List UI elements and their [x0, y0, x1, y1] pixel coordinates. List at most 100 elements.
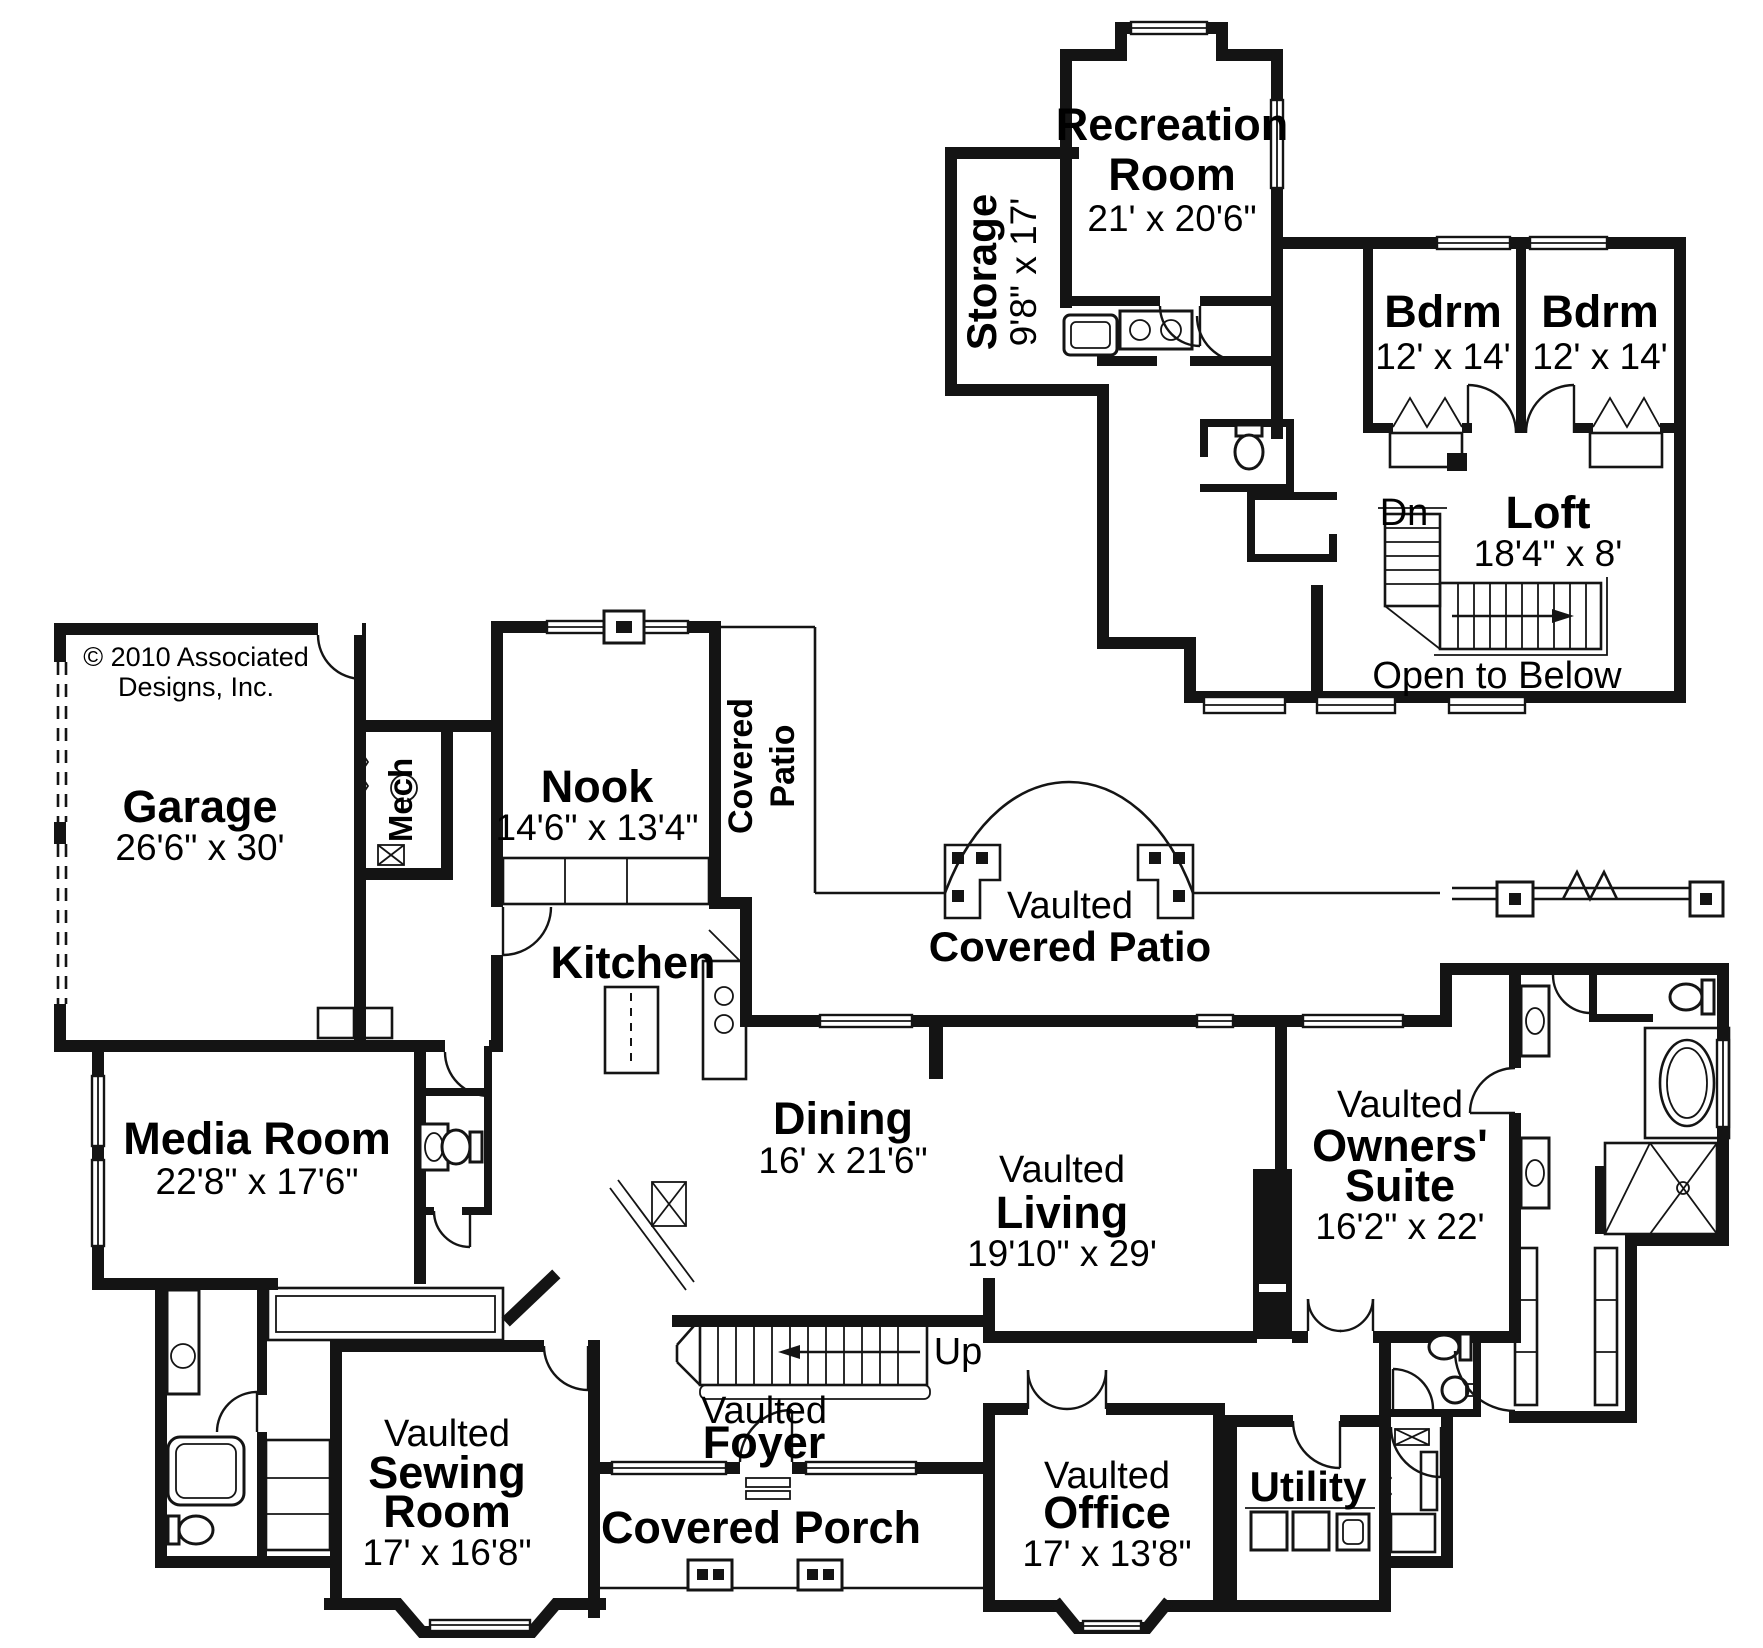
- copyright-line-2: Designs, Inc.: [118, 672, 274, 702]
- bdrm1-dims: 12' x 14': [1375, 336, 1511, 377]
- toilet: [1427, 1333, 1461, 1361]
- recreation-room-label-2: Room: [1108, 149, 1236, 200]
- sewing-dims: 17' x 16'8": [362, 1532, 531, 1573]
- patio-post: [943, 843, 1002, 920]
- porch-label: Covered Porch: [601, 1502, 921, 1553]
- sewing-label-1: Vaulted: [384, 1413, 510, 1455]
- foyer-label-2: Foyer: [703, 1417, 826, 1468]
- toilet-tank: [166, 1514, 181, 1546]
- dn-label: Dn: [1380, 492, 1429, 534]
- stair-arrow: [1552, 609, 1574, 623]
- porch-posts: [686, 1558, 844, 1592]
- water-heater: [390, 774, 418, 802]
- upper-walls: [945, 22, 1686, 703]
- office-label-1: Vaulted: [1044, 1455, 1170, 1497]
- vanity: [165, 1288, 201, 1396]
- walk-in-closet: [266, 1286, 505, 1342]
- dining-label: Dining: [773, 1093, 913, 1144]
- mud-bench: [316, 1006, 356, 1040]
- media-room-dims: 22'8" x 17'6": [156, 1161, 359, 1202]
- kitchen-fixtures: [316, 856, 748, 1081]
- living-label-2: Living: [996, 1187, 1129, 1238]
- closet-shelf: [1593, 1246, 1619, 1407]
- patio-label-2: Covered Patio: [929, 923, 1211, 970]
- up-label: Up: [934, 1331, 983, 1373]
- toilet-tank: [1700, 978, 1716, 1016]
- dryer: [1291, 1510, 1331, 1552]
- patio-post: [1136, 843, 1195, 920]
- side-patio-label-2: Patio: [764, 724, 802, 807]
- suite-label-3: Suite: [1345, 1160, 1455, 1211]
- bench: [1419, 1450, 1439, 1512]
- kitchen-island: [603, 985, 660, 1075]
- wc2-fixtures: [1427, 1332, 1476, 1405]
- freezer: [1389, 1512, 1437, 1554]
- toilet: [177, 1514, 215, 1546]
- bathtub: [166, 1435, 246, 1507]
- storage-dims: 9'8" x 17': [1003, 198, 1044, 347]
- loft-label: Loft: [1506, 487, 1591, 538]
- covered-patio-structure: [602, 609, 1725, 920]
- utility-label: Utility: [1250, 1463, 1367, 1510]
- upper-labels: Recreation Room 21' x 20'6" Storage 9'8"…: [958, 99, 1668, 697]
- toilet-tank: [1458, 1332, 1473, 1362]
- bdrm1-label: Bdrm: [1384, 286, 1502, 337]
- media-room-label: Media Room: [123, 1113, 391, 1164]
- chase: [651, 1181, 687, 1227]
- living-dims: 19'10" x 29': [967, 1233, 1157, 1274]
- upper-bath-fixtures: [1062, 309, 1265, 471]
- toilet: [1233, 433, 1265, 471]
- foyer-label-1: Vaulted: [701, 1390, 827, 1432]
- suite-label-2: Owners': [1312, 1120, 1488, 1171]
- porch-post: [796, 1558, 844, 1592]
- storage-label: Storage: [958, 194, 1005, 350]
- bdrm2-dims: 12' x 14': [1532, 336, 1668, 377]
- copyright-line-1: © 2010 Associated: [83, 642, 309, 672]
- vanity: [1118, 309, 1194, 351]
- suite-label-1: Vaulted: [1337, 1084, 1463, 1126]
- recreation-room-dims: 21' x 20'6": [1087, 198, 1256, 239]
- shower: [1603, 1141, 1719, 1236]
- mud-bench: [356, 1006, 394, 1040]
- sink: [1525, 1159, 1545, 1187]
- bathtub-inner: [1070, 321, 1111, 349]
- patio-label-1: Vaulted: [1007, 885, 1133, 927]
- linen-closet: [1394, 1428, 1430, 1446]
- suite-dims: 16'2" x 22': [1315, 1206, 1484, 1247]
- sewing-label-3: Room: [383, 1486, 511, 1537]
- sink: [1525, 1007, 1545, 1035]
- porch-post: [686, 1558, 734, 1592]
- main-doors: [215, 623, 1593, 1500]
- garage-dims: 26'6" x 30': [115, 827, 284, 868]
- powder-bath-fixtures: [418, 1122, 484, 1172]
- shower-wall: [1595, 1166, 1605, 1234]
- upper-floor: Recreation Room 21' x 20'6" Storage 9'8"…: [945, 20, 1686, 715]
- recreation-room-label: Recreation: [1056, 99, 1289, 150]
- left-bath-fixtures: [165, 1288, 246, 1546]
- nook-dims: 14'6" x 13'4": [496, 807, 699, 848]
- upper-closets: [1388, 396, 1664, 471]
- sink: [1129, 319, 1151, 341]
- toilet: [1668, 982, 1704, 1012]
- washer: [1249, 1510, 1289, 1552]
- living-label-1: Vaulted: [999, 1149, 1125, 1191]
- utility-fixtures: [1245, 1428, 1439, 1554]
- loft-dims: 18'4" x 8': [1474, 533, 1623, 574]
- garage-label: Garage: [122, 781, 277, 832]
- bathtub: [1062, 313, 1119, 357]
- dining-dims: 16' x 21'6": [758, 1140, 927, 1181]
- range: [701, 959, 748, 1081]
- mech-label: Mech: [382, 758, 419, 842]
- toilet: [440, 1128, 472, 1166]
- mech-fixtures: [358, 749, 418, 866]
- toilet-tank: [468, 1130, 484, 1164]
- main-floor: © 2010 Associated Designs, Inc. Garage 2…: [54, 609, 1731, 1638]
- closet-shelf: [1513, 1246, 1539, 1407]
- office-dims: 17' x 13'8": [1022, 1533, 1191, 1574]
- hall-features: [264, 1179, 695, 1552]
- sewing-label-2: Sewing: [368, 1447, 526, 1498]
- main-stairs: [675, 1317, 931, 1400]
- nook-label: Nook: [541, 761, 654, 812]
